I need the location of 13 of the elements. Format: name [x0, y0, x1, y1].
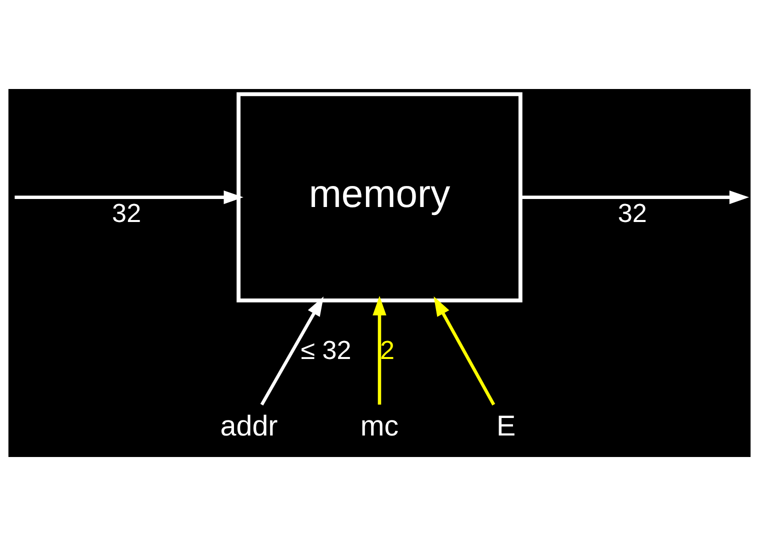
node-text: addr: [220, 410, 278, 442]
arrow: [14, 190, 244, 204]
node-text: E: [496, 410, 516, 442]
node-box: memory: [236, 92, 522, 302]
arrow: [260, 296, 324, 405]
edge-label: 32: [618, 198, 647, 228]
edge-label: ≤ 32: [300, 334, 352, 365]
edge-label: 32: [112, 198, 142, 228]
arrow: [434, 296, 496, 405]
arrow: [372, 295, 386, 404]
arrow: [520, 190, 750, 204]
edge-label: 2: [380, 334, 395, 365]
node-text: mc: [360, 410, 399, 442]
